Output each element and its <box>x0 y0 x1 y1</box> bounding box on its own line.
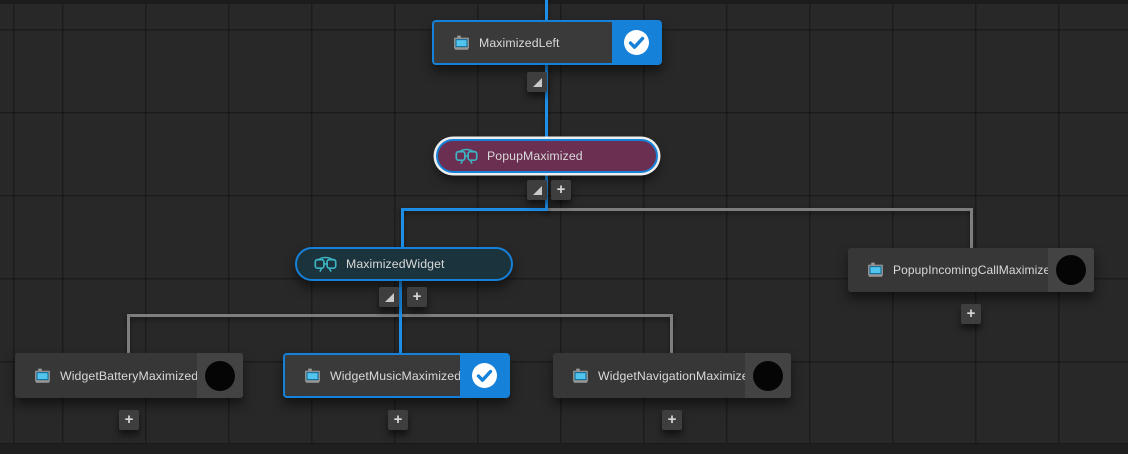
edge-widget-to-navigation-v <box>670 314 673 353</box>
black-circle-icon <box>753 360 783 391</box>
node-popup-maximized[interactable]: PopupMaximized <box>436 139 658 173</box>
checked-badge[interactable] <box>612 22 660 63</box>
edge-popup-to-maximizedwidget-h <box>401 208 548 211</box>
widget-blueprint-icon <box>572 368 589 384</box>
node-widget-music-maximized[interactable]: WidgetMusicMaximized <box>283 353 510 398</box>
corner-triangle-icon <box>384 292 394 302</box>
node-label: WidgetNavigationMaximized <box>598 368 756 383</box>
node-label: WidgetBatteryMaximized <box>60 368 199 383</box>
edge-widget-to-music-v <box>399 279 402 354</box>
unchecked-badge[interactable] <box>197 353 243 398</box>
node-label: MaximizedLeft <box>479 35 560 50</box>
corner-triangle-icon <box>532 77 542 87</box>
plus-icon: + <box>412 288 422 305</box>
plus-icon: + <box>124 411 134 428</box>
node-label: WidgetMusicMaximized <box>330 368 462 383</box>
plus-icon: + <box>966 305 976 322</box>
add-child-button-widget-music[interactable]: + <box>388 410 408 430</box>
collapse-button-maximized-widget[interactable] <box>379 287 399 307</box>
node-maximized-widget[interactable]: MaximizedWidget <box>295 247 513 281</box>
add-child-button-popup-maximized[interactable]: + <box>551 180 571 200</box>
checked-badge[interactable] <box>460 355 508 396</box>
check-icon <box>623 30 649 55</box>
black-circle-icon <box>205 360 235 391</box>
node-popup-incoming-call-maximized[interactable]: PopupIncomingCallMaximized <box>848 248 1094 292</box>
popup-goggles-icon <box>455 148 478 165</box>
add-child-button-maximized-widget[interactable]: + <box>407 287 427 307</box>
popup-goggles-icon <box>314 256 337 273</box>
edge-parent-to-maximizedleft-v <box>545 0 548 21</box>
corner-triangle-icon <box>532 185 542 195</box>
plus-icon: + <box>393 411 403 428</box>
widget-blueprint-icon <box>34 368 51 384</box>
node-label: PopupIncomingCallMaximized <box>893 263 1058 277</box>
node-label: PopupMaximized <box>487 149 583 163</box>
edge-popup-to-incomingcall-v <box>970 208 973 248</box>
edge-widget-to-battery-v <box>127 314 130 353</box>
add-child-button-widget-battery[interactable]: + <box>119 410 139 430</box>
widget-blueprint-icon <box>453 35 470 51</box>
grid-major-band-bottom <box>0 443 1128 454</box>
plus-icon: + <box>556 181 566 198</box>
collapse-button-popup-maximized[interactable] <box>527 180 547 200</box>
collapse-button-maximized-left[interactable] <box>527 72 547 92</box>
edge-popup-to-maximizedwidget-v <box>401 208 404 249</box>
black-circle-icon <box>1056 255 1086 285</box>
grid-major-band-top <box>0 0 1128 4</box>
node-maximized-left[interactable]: MaximizedLeft <box>432 20 662 65</box>
widget-blueprint-icon <box>304 368 321 384</box>
node-widget-battery-maximized[interactable]: WidgetBatteryMaximized <box>15 353 243 398</box>
node-widget-navigation-maximized[interactable]: WidgetNavigationMaximized <box>553 353 791 398</box>
add-child-button-widget-navigation[interactable]: + <box>662 410 682 430</box>
add-child-button-popup-incoming-call[interactable]: + <box>961 304 981 324</box>
check-icon <box>471 363 497 388</box>
unchecked-badge[interactable] <box>745 353 791 398</box>
node-label: MaximizedWidget <box>346 257 445 271</box>
edge-popup-to-incomingcall-h <box>546 208 973 211</box>
unchecked-badge[interactable] <box>1048 248 1094 292</box>
widget-blueprint-icon <box>867 262 884 278</box>
edge-maximizedleft-to-popup-v <box>545 64 548 140</box>
plus-icon: + <box>667 411 677 428</box>
